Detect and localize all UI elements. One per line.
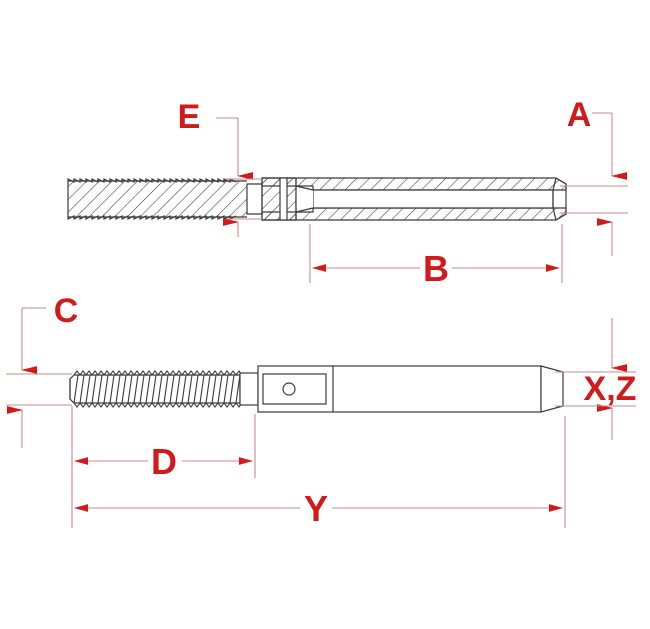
dimension-y: Y: [71, 416, 566, 529]
barrel-chamfer-bottom: [555, 213, 567, 221]
dimension-b: B: [309, 224, 563, 289]
barrel-chamfer-top: [555, 177, 567, 185]
barrel-taper-end: [540, 365, 564, 413]
thread-crest-zigzag-top: [73, 370, 243, 376]
section-shoulder: [246, 183, 263, 215]
external-thread-shank: [69, 370, 243, 408]
inspection-hole-icon: [282, 382, 296, 396]
dimension-e: E: [178, 98, 262, 237]
dim-xz-label: X,Z: [584, 370, 637, 408]
thread-crest-top: [67, 178, 237, 183]
transition-collar: [239, 372, 259, 406]
barrel-bore: [312, 189, 554, 209]
thread-crest-zigzag-bottom: [73, 402, 243, 408]
external-view: C X,Z D Y: [6, 292, 636, 529]
dim-c-label: C: [54, 292, 79, 330]
shoulder-body: [246, 183, 263, 215]
thread-shank-hatch-fill: [68, 181, 247, 217]
dim-d-label: D: [151, 441, 177, 482]
dim-b-label: B: [423, 248, 449, 289]
dimension-xz: X,Z: [555, 318, 636, 440]
thread-profile-lines: [73, 374, 241, 404]
barrel-wall-end-bottom: [552, 207, 557, 221]
dim-e-label: E: [178, 98, 201, 136]
thread-crest-bottom: [67, 215, 237, 220]
sectioned-view: E A B: [67, 96, 628, 289]
section-thread-shank: [67, 178, 247, 220]
barrel-parting-band: [279, 177, 288, 221]
dim-y-label: Y: [304, 488, 328, 529]
section-swage-barrel: [261, 177, 567, 221]
dimension-c: C: [6, 292, 78, 448]
barrel-wall-end-top: [552, 177, 557, 191]
bore-entry-fill: [296, 190, 313, 208]
bore-entry-chamfer: [295, 185, 314, 213]
dimension-a: A: [560, 96, 628, 256]
dimension-d: D: [71, 406, 256, 490]
dim-a-label: A: [567, 96, 592, 134]
external-barrel: [257, 365, 564, 413]
barrel-solid-block-left: [261, 177, 297, 221]
